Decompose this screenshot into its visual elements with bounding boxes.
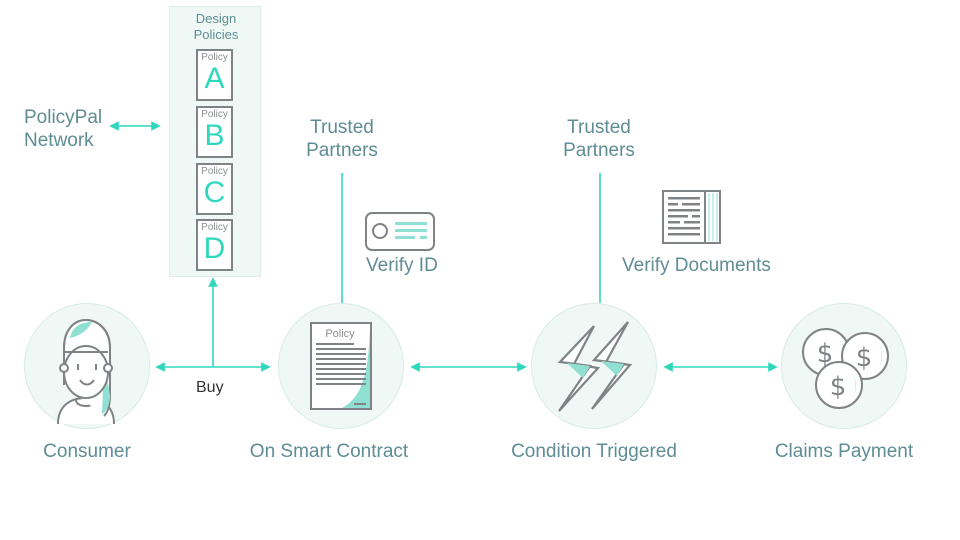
trusted-line1: Trusted	[567, 117, 631, 138]
policypal-network-label: PolicyPal Network	[24, 106, 102, 152]
svg-text:$: $	[817, 339, 834, 369]
trusted-line1: Trusted	[310, 117, 374, 138]
coins-icon: $ $ $	[802, 328, 889, 409]
policy-letter: C	[203, 176, 226, 209]
policy-doc-title: Policy	[325, 328, 355, 340]
policy-small-label: Policy	[201, 109, 228, 120]
trusted-line2: Partners	[306, 140, 378, 161]
title-line1: Design	[195, 11, 237, 26]
policy-card-c[interactable]: Policy C	[196, 163, 233, 215]
document-icon	[662, 190, 721, 244]
policy-small-label: Policy	[201, 222, 228, 233]
node-label-consumer: Consumer	[43, 441, 131, 462]
svg-text:$: $	[856, 343, 873, 373]
verify-id-label: Verify ID	[366, 255, 438, 276]
node-label-smart-contract: On Smart Contract	[249, 441, 409, 462]
policy-letter: A	[204, 62, 225, 95]
policy-document-icon: Policy	[310, 322, 372, 410]
title-line2: Policies	[193, 27, 239, 42]
trusted-partners-label-1: Trusted Partners	[300, 116, 384, 162]
policy-letter: B	[204, 119, 225, 152]
node-label-claims: Claims Payment	[774, 441, 914, 462]
trusted-line2: Partners	[563, 140, 635, 161]
policy-letter: D	[203, 232, 226, 265]
design-policies-title: Design Policies	[170, 11, 262, 43]
policy-card-d[interactable]: Policy D	[196, 219, 233, 271]
verify-documents-label: Verify Documents	[622, 255, 771, 276]
network-line1: PolicyPal	[24, 107, 103, 128]
policy-card-a[interactable]: Policy A	[196, 49, 233, 101]
network-line2: Network	[24, 130, 94, 151]
lightning-icon	[557, 321, 633, 412]
policy-card-b[interactable]: Policy B	[196, 106, 233, 158]
id-card-icon	[365, 212, 435, 251]
policy-small-label: Policy	[201, 52, 228, 63]
policy-small-label: Policy	[201, 166, 228, 177]
person-icon	[57, 318, 115, 425]
design-policies-panel: Design Policies Policy A Policy B Policy…	[169, 6, 261, 277]
buy-label: Buy	[196, 379, 224, 396]
node-label-condition: Condition Triggered	[511, 441, 677, 462]
svg-text:$: $	[830, 372, 847, 402]
trusted-partners-label-2: Trusted Partners	[557, 116, 641, 162]
